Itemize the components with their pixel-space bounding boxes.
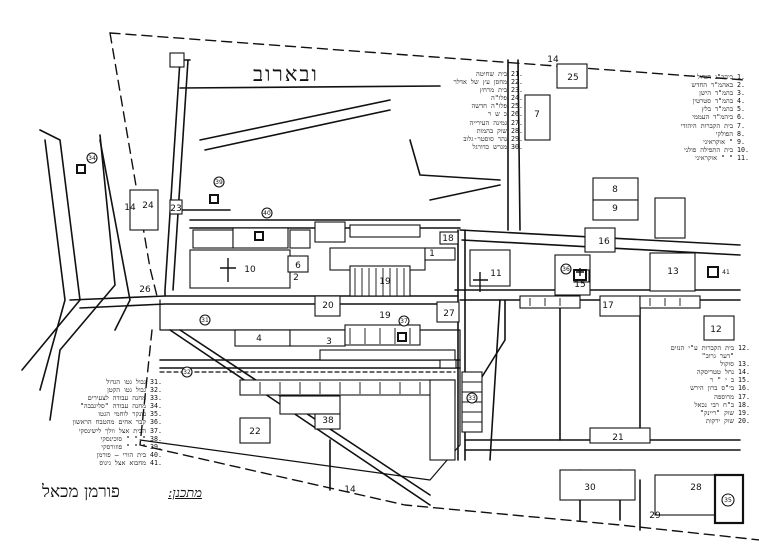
cross-marker-10 — [220, 258, 236, 282]
map-label-41: 41 — [722, 269, 730, 276]
map-label-9: 9 — [612, 204, 618, 214]
map-label-17: 17 — [602, 301, 613, 311]
map-label-38: 38 — [322, 416, 334, 426]
town-border-left — [109, 32, 159, 301]
map-label-14-left: 14 — [124, 203, 136, 213]
map-label-8: 8 — [612, 185, 618, 195]
map-label-25: 25 — [567, 73, 578, 83]
map-label-6: 6 — [295, 261, 301, 271]
legend-left: 31. גבול גטו הגדול 32. גבול גטו הקטן 33.… — [72, 378, 162, 467]
map-label-29: 29 — [649, 511, 661, 521]
map-label-30: 30 — [584, 483, 596, 493]
map-label-21: 21 — [612, 433, 623, 443]
map-label-23: 23 — [170, 204, 181, 214]
town-border-bottom — [139, 329, 759, 541]
map-label-35: 35 — [724, 497, 732, 504]
map-label-14-top: 14 — [547, 55, 559, 65]
map-label-26: 26 — [139, 285, 151, 295]
map-label-22: 22 — [249, 427, 260, 437]
map-label-1: 1 — [429, 249, 435, 259]
legend-middle-right: 12. בית הקברות ע"י הנזים "דער גרוב" 13. … — [670, 344, 750, 425]
map-label-4: 4 — [256, 334, 262, 344]
legend-top: 21. בית שחיטה 22. מחסן עץ של אדלר 23. בי… — [453, 70, 523, 151]
map-label-7: 7 — [534, 110, 540, 120]
map-label-33: 33 — [468, 395, 476, 402]
map-label-36: 36 — [562, 266, 570, 273]
map-label-24: 24 — [142, 201, 154, 211]
maker-prefix: מתכנן: — [168, 486, 202, 501]
map-label-34: 34 — [88, 155, 96, 162]
map-label-31: 31 — [201, 317, 209, 324]
map-label-37: 37 — [400, 318, 408, 325]
map-label-11: 11 — [490, 269, 501, 279]
cross-marker-15 — [576, 268, 584, 276]
map-label-15: 15 — [574, 280, 585, 290]
map-label-32: 32 — [183, 369, 191, 376]
town-border-top — [109, 32, 746, 81]
maker-name: פורמן מכאל — [42, 482, 120, 502]
map-label-18: 18 — [442, 234, 454, 244]
map-label-12: 12 — [710, 325, 721, 335]
map-label-28: 28 — [690, 483, 702, 493]
map-label-14-bottom: 14 — [344, 485, 356, 495]
map-label-3: 3 — [326, 337, 332, 347]
map-label-39: 39 — [215, 179, 223, 186]
map-label-40: 40 — [263, 210, 271, 217]
map-label-27: 27 — [443, 309, 454, 319]
district-label: ובארוב — [253, 62, 319, 86]
map-label-20: 20 — [322, 301, 334, 311]
cross-marker-11 — [473, 272, 488, 292]
map-label-2: 2 — [293, 273, 299, 283]
legend-right: 1. ביהכ"נ הגדול 2. באהמ"ד החדש 3. בהמ"ד … — [680, 73, 749, 162]
map-label-19b: 19 — [379, 311, 391, 321]
map-label-19a: 19 — [379, 277, 391, 287]
map-label-13: 13 — [667, 267, 678, 277]
big-ghetto-border — [139, 299, 461, 481]
map-label-16: 16 — [598, 237, 610, 247]
main-road-west — [21, 129, 81, 371]
map-label-10: 10 — [244, 265, 256, 275]
